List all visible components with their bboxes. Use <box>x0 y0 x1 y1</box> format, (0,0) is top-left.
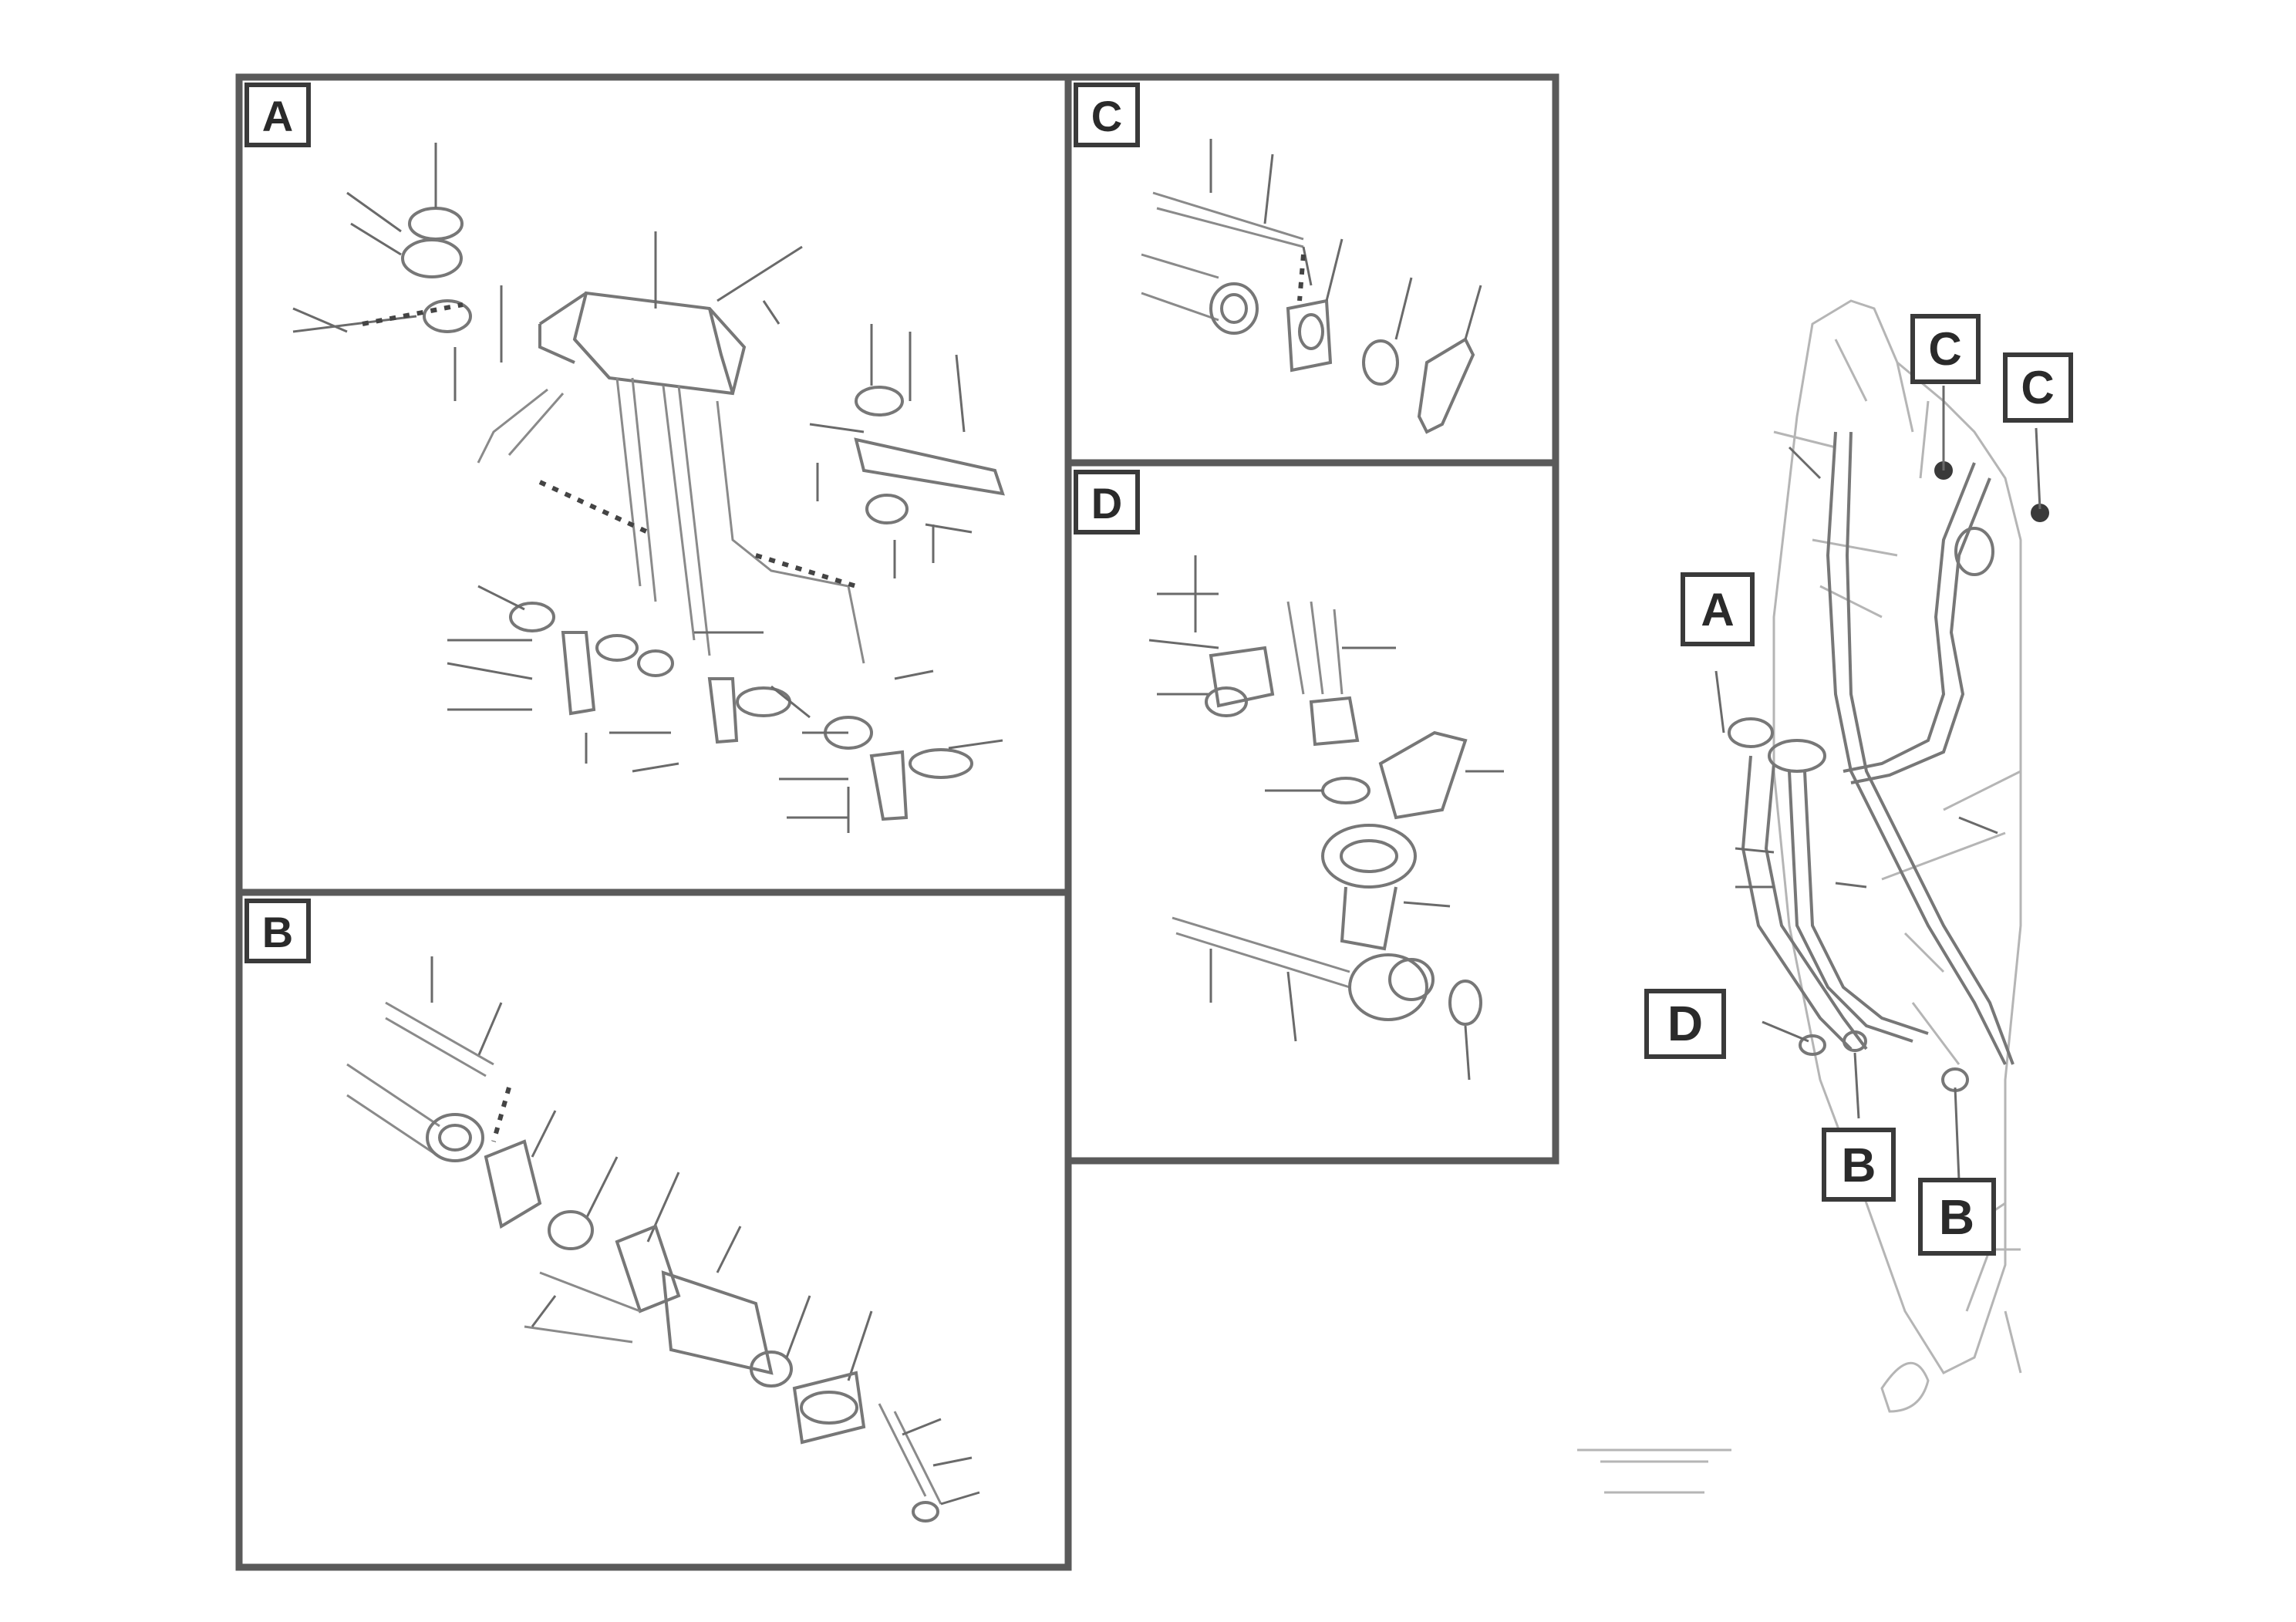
view-c-tag-box <box>1074 83 1140 147</box>
view-c-panel: C <box>1064 73 1559 467</box>
view-d-tag-box <box>1074 470 1140 534</box>
overview-tag-c-1: C <box>1910 314 1981 384</box>
view-c-tag: C <box>1091 92 1122 140</box>
view-a-tag-box <box>244 83 311 147</box>
view-d-frame <box>1064 459 1559 1165</box>
view-b-drawing <box>346 956 980 1523</box>
view-b-frame <box>235 889 1072 1571</box>
view-d-tag: D <box>1091 479 1122 528</box>
overview-tag-a-label: A <box>1701 584 1734 636</box>
view-a-panel: A <box>235 73 1072 896</box>
overview-drawing <box>1714 299 2049 1413</box>
view-b-tag-box <box>244 899 311 963</box>
view-a-tag: A <box>262 92 293 140</box>
overview-tag-d: D <box>1644 989 1726 1059</box>
view-b-panel: B <box>235 889 1072 1571</box>
view-a-drawing <box>292 143 1005 833</box>
overview-tag-c-2-label: C <box>2021 362 2054 413</box>
view-b-tag: B <box>262 908 293 956</box>
overview-tag-c-1-label: C <box>1928 323 1961 375</box>
overview-tag-d-label: D <box>1667 996 1703 1051</box>
overview-tag-a: A <box>1681 572 1755 646</box>
overview-tag-b-2-label: B <box>1939 1189 1974 1245</box>
view-c-frame <box>1064 73 1559 467</box>
overview-tag-b-1: B <box>1822 1128 1896 1202</box>
overview-tag-b-2: B <box>1918 1178 1996 1256</box>
overview-tag-b-1-label: B <box>1842 1139 1876 1192</box>
drawing-reference-block <box>1577 1448 1731 1494</box>
overview-tag-c-2: C <box>2003 352 2073 423</box>
view-c-drawing <box>1141 139 1482 434</box>
view-d-drawing <box>1148 555 1504 1081</box>
view-d-panel: D <box>1064 459 1559 1165</box>
